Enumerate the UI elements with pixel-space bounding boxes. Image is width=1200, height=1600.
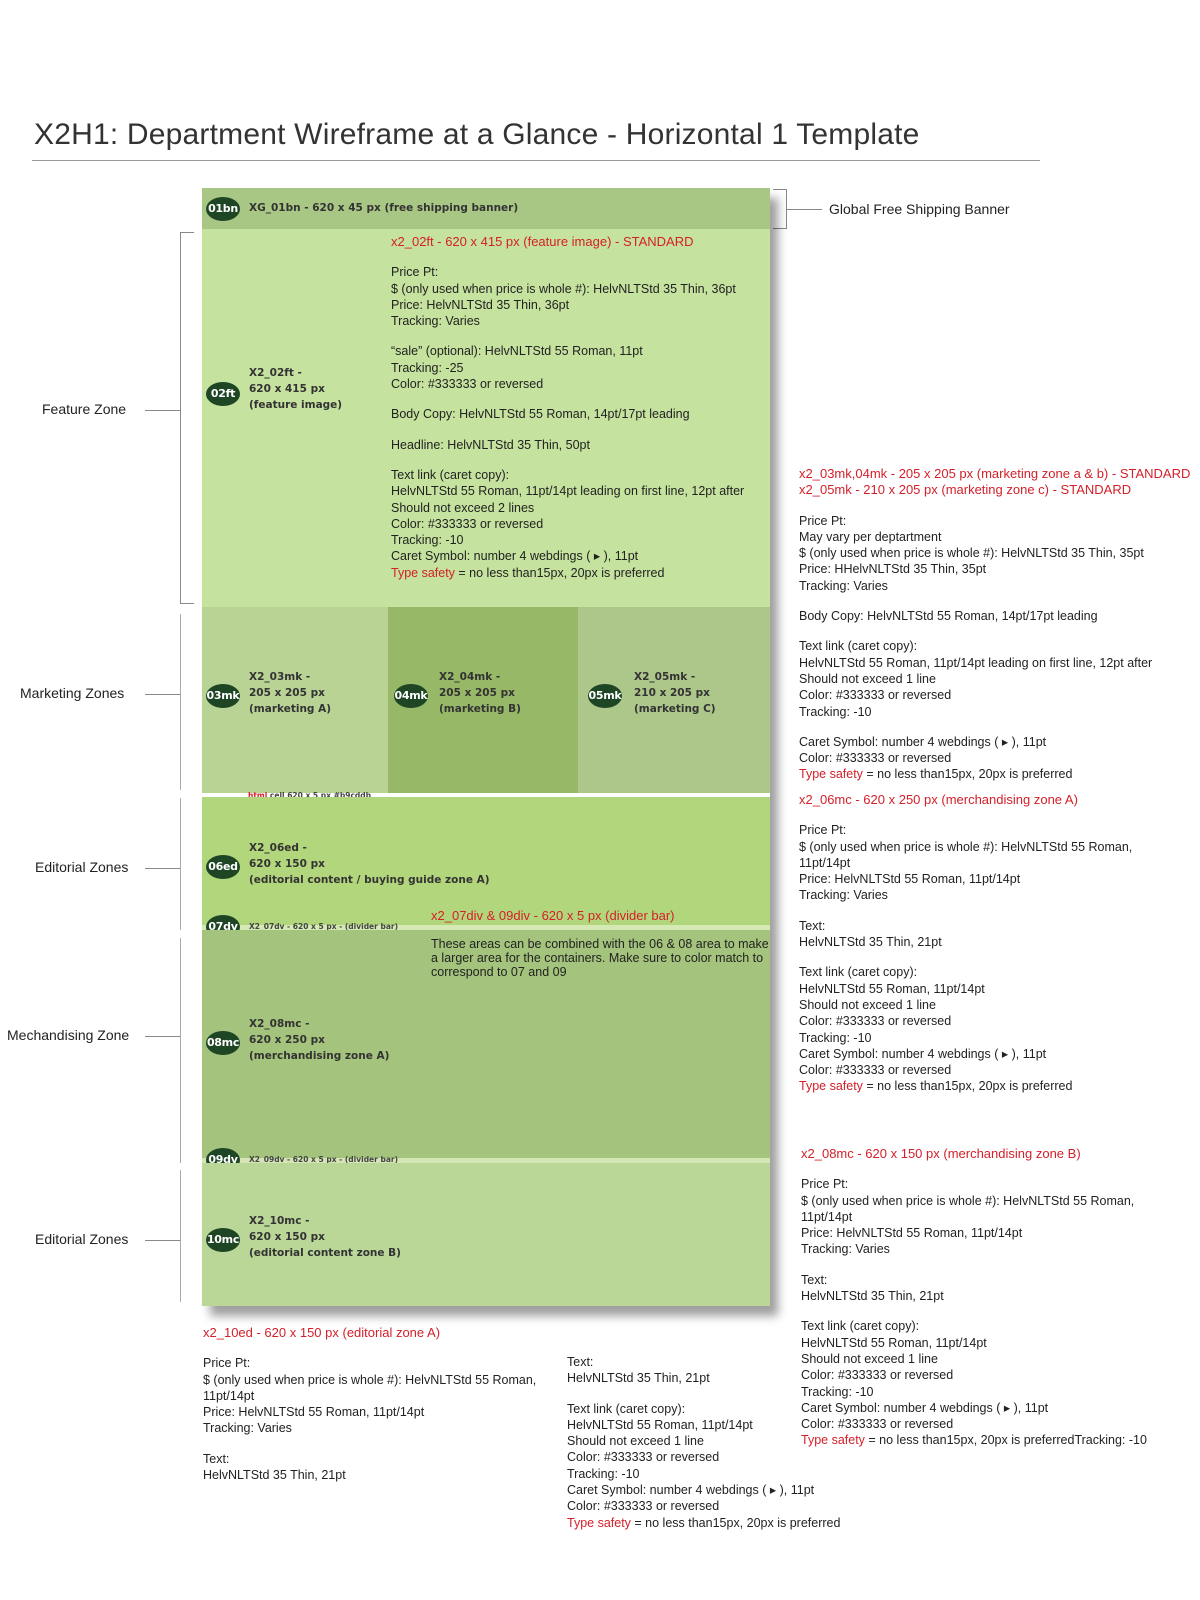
zone-label-line: 620 x 415 px	[249, 383, 325, 395]
divider-notes-body: These areas can be combined with the 06 …	[431, 937, 769, 979]
merchandising-line	[180, 938, 181, 1163]
merchandising-leader	[145, 1036, 180, 1037]
editorial-a-line	[180, 798, 181, 930]
zone-label: XG_01bn - 620 x 45 px (free shipping ban…	[249, 202, 519, 214]
feature-zone-label: Feature Zone	[42, 401, 127, 417]
zone-label: X2_06ed - 620 x 150 px (editorial conten…	[249, 842, 490, 886]
zone-label: X2_02ft - 620 x 415 px (feature image)	[249, 365, 342, 413]
zone-label-line: X2_02ft -	[249, 367, 302, 379]
zone-label: X2_10mc - 620 x 150 px (editorial conten…	[249, 1215, 401, 1259]
merch-b-notes: x2_08mc - 620 x 150 px (merchandising zo…	[801, 1146, 1147, 1448]
feature-zone-bracket	[180, 232, 194, 604]
zone-04-marketing-b: 04mk X2_04mk - 205 x 205 px (marketing B…	[388, 607, 578, 793]
zone-08-merchandising-a: 08mc X2_08mc - 620 x 250 px (merchandisi…	[202, 930, 770, 1158]
zone-badge: 10mc	[206, 1228, 240, 1252]
marketing-zone-leader	[145, 694, 180, 695]
banner-leader	[787, 209, 822, 210]
zone-label-line: (feature image)	[249, 399, 343, 411]
zone-badge: 03mk	[206, 684, 240, 708]
editorial-b-label: Editorial Zones	[35, 1231, 129, 1247]
marketing-notes-heading: x2_05mk - 210 x 205 px (marketing zone c…	[799, 482, 1132, 498]
editorial-a-notes: x2_10ed - 620 x 150 px (editorial zone A…	[203, 1325, 537, 1483]
editorial-a-leader	[145, 868, 180, 869]
marketing-zone-label: Marketing Zones	[20, 685, 125, 701]
zone-badge: 06ed	[206, 855, 240, 879]
divider-notes: x2_07div & 09div - 620 x 5 px (divider b…	[431, 908, 675, 924]
editorial-a-label: Editorial Zones	[35, 859, 129, 875]
feature-zone-leader	[145, 410, 180, 411]
editorial-b-leader	[145, 1240, 180, 1241]
banner-bracket	[773, 189, 787, 229]
divider-notes-heading: x2_07div & 09div - 620 x 5 px (divider b…	[431, 908, 675, 923]
merch-b-heading: x2_08mc - 620 x 150 px (merchandising zo…	[801, 1146, 1081, 1161]
title-rule	[32, 160, 1040, 161]
marketing-zone-line	[180, 614, 181, 790]
type-safety-label: Type safety	[799, 767, 863, 782]
zone-badge: 04mk	[394, 684, 428, 708]
merch-a-heading: x2_06mc - 620 x 250 px (merchandising zo…	[799, 792, 1078, 807]
zone-label: X2_04mk - 205 x 205 px (marketing B)	[439, 671, 521, 715]
zone-06-editorial-a: 06ed X2_06ed - 620 x 150 px (editorial c…	[202, 797, 770, 925]
zone-label: X2_07dv - 620 x 5 px - (divider bar)	[249, 922, 399, 931]
editorial-b-line	[180, 1170, 181, 1302]
type-safety-label: Type safety	[799, 1079, 863, 1094]
zone-label: X2_05mk - 210 x 205 px (marketing C)	[634, 671, 716, 715]
zone-09-divider	[202, 1158, 770, 1163]
marketing-notes: x2_03mk,04mk - 205 x 205 px (marketing z…	[799, 466, 1191, 782]
type-safety-label: Type safety	[567, 1515, 631, 1530]
feature-notes-heading: x2_02ft - 620 x 415 px (feature image) -…	[391, 234, 694, 249]
merch-a-notes: x2_06mc - 620 x 250 px (merchandising zo…	[799, 792, 1133, 1094]
zone-03-marketing-a: 03mk X2_03mk - 205 x 205 px (marketing A…	[202, 607, 388, 793]
marketing-notes-heading: x2_03mk,04mk - 205 x 205 px (marketing z…	[799, 466, 1191, 481]
zone-label: X2_03mk - 205 x 205 px (marketing A)	[249, 671, 332, 715]
feature-notes: x2_02ft - 620 x 415 px (feature image) -…	[391, 234, 745, 580]
page-title: X2H1: Department Wireframe at a Glance -…	[34, 118, 920, 151]
zone-02-feature: 02ft X2_02ft - 620 x 415 px (feature ima…	[202, 229, 770, 607]
zone-badge: 08mc	[206, 1031, 240, 1055]
type-safety-label: Type safety	[391, 565, 455, 580]
merchandising-label: Mechandising Zone	[7, 1027, 130, 1043]
html-cell-note: html cell 620 x 5 px #b9cddb	[248, 791, 371, 800]
zone-label: X2_08mc - 620 x 250 px (merchandising zo…	[249, 1018, 390, 1062]
zone-01-banner: 01bn XG_01bn - 620 x 45 px (free shippin…	[202, 188, 770, 229]
banner-label: Global Free Shipping Banner	[829, 201, 1010, 217]
type-safety-label: Type safety	[801, 1433, 865, 1448]
zone-10-editorial-b: 10mc X2_10mc - 620 x 150 px (editorial c…	[202, 1163, 770, 1306]
zone-07-divider	[202, 925, 770, 930]
zone-badge: 01bn	[206, 197, 240, 221]
wireframe: 01bn XG_01bn - 620 x 45 px (free shippin…	[202, 188, 770, 1306]
zone-badge: 02ft	[206, 382, 240, 406]
editorial-b-notes: Text: HelvNLTStd 35 Thin, 21pt Text link…	[567, 1355, 841, 1530]
editorial-a-heading: x2_10ed - 620 x 150 px (editorial zone A…	[203, 1325, 441, 1340]
zone-05-marketing-c: 05mk X2_05mk - 210 x 205 px (marketing C…	[578, 607, 770, 793]
zone-badge: 05mk	[588, 684, 622, 708]
html-cell-gap	[202, 793, 770, 797]
zone-label: X2_09dv - 620 x 5 px - (divider bar)	[249, 1155, 399, 1164]
